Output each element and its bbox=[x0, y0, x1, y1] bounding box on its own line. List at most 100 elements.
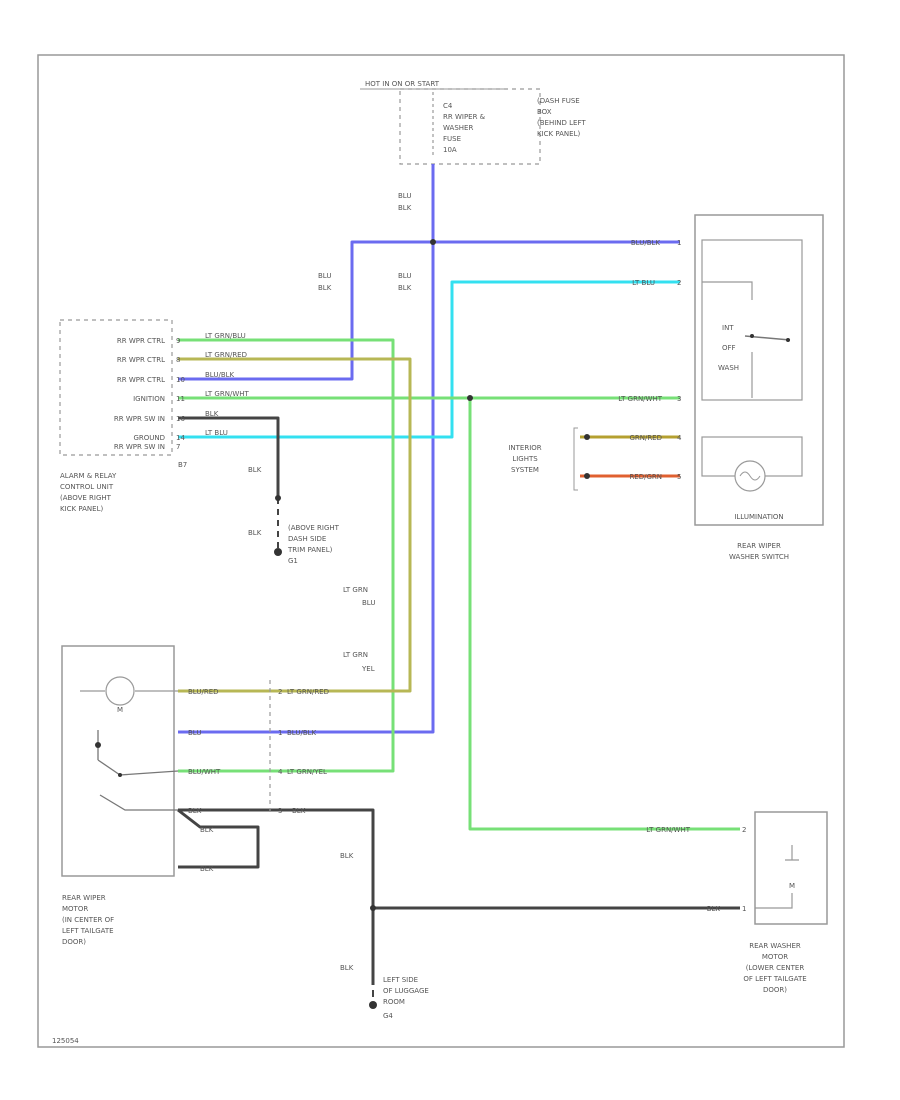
control-unit-pin-number: 11 bbox=[176, 395, 185, 403]
control-unit-wire-label: LT GRN/RED bbox=[205, 351, 247, 359]
switch-name-1: WASHER SWITCH bbox=[729, 553, 789, 561]
switch-wire-0: BLU/BLK bbox=[631, 239, 661, 247]
switch-pos-wash: WASH bbox=[718, 364, 739, 372]
fuse-loc-0: (DASH FUSE bbox=[537, 97, 580, 105]
vlabel-blu-top: BLU bbox=[398, 192, 411, 200]
wiper-right-wire-0: LT GRN/RED bbox=[287, 688, 329, 696]
switch-pin-3: 4 bbox=[677, 434, 682, 442]
switch-contact-line-1 bbox=[702, 281, 753, 300]
switch-pin-0: 1 bbox=[677, 239, 681, 247]
fuse-line-2: WASHER bbox=[443, 124, 473, 132]
fuse-loc-2: (BEHIND LEFT bbox=[537, 119, 586, 127]
washer-name-0: REAR WASHER bbox=[749, 942, 801, 950]
fuse-line-4: 10A bbox=[443, 146, 457, 154]
control-unit-connector: B7 bbox=[178, 461, 187, 469]
control-unit-wire-label: LT GRN/WHT bbox=[205, 390, 250, 398]
washer-pin-1: 1 bbox=[742, 905, 746, 913]
control-unit-outline bbox=[59, 319, 173, 456]
wiper-park-switch bbox=[97, 730, 179, 776]
wiper-left-wire-3: BLK bbox=[188, 807, 202, 815]
wiper-pin-1: 1 bbox=[278, 729, 282, 737]
fuse-loc-1: BOX bbox=[537, 108, 552, 116]
control-unit-wire-label: LT BLU bbox=[205, 429, 228, 437]
vlabel-lt-grn-blu-1: BLU bbox=[362, 599, 375, 607]
washer-name-3: OF LEFT TAILGATE bbox=[743, 975, 806, 983]
fuse-box-outline bbox=[399, 88, 541, 165]
switch-pos-int: INT bbox=[722, 324, 734, 332]
wiper-left-wire-0: BLU/RED bbox=[188, 688, 219, 696]
wiper-name-2: (IN CENTER OF bbox=[62, 916, 114, 924]
footer-code: 125054 bbox=[52, 1037, 79, 1045]
wiper-right-wire-2: LT GRN/YEL bbox=[287, 768, 327, 776]
wire-blu-blk-wiper bbox=[178, 242, 435, 734]
wire-lt-grn-wht-washer bbox=[468, 398, 740, 831]
wiper-left-wire-4: BLK bbox=[200, 826, 214, 834]
vertical-labels: BLU BLK BLU BLK BLU BLK LT GRN BLU LT GR… bbox=[318, 192, 412, 972]
switch-name-0: REAR WIPER bbox=[737, 542, 781, 550]
ground-g4-loc-0: LEFT SIDE bbox=[383, 976, 418, 984]
wiper-left-wire-5: BLK bbox=[200, 865, 214, 873]
control-unit-wire-label: LT GRN/BLU bbox=[205, 332, 246, 340]
ground-g1-loc-0: (ABOVE RIGHT bbox=[288, 524, 340, 532]
rear-washer-motor: M LT GRN/WHT BLK 2 1 REAR WASHER MOTOR (… bbox=[646, 811, 828, 994]
switch-wire-4: RED/GRN bbox=[629, 473, 662, 481]
control-unit-pin-number: 16 bbox=[176, 415, 185, 423]
control-unit-pin-number: 9 bbox=[176, 337, 180, 345]
wiper-motor-icon bbox=[105, 676, 135, 706]
wire-blk-ground-control bbox=[178, 416, 280, 498]
washer-motor-symbol: M bbox=[789, 882, 795, 890]
control-unit-pin-label: GROUND bbox=[133, 434, 165, 442]
switch-pin-4: 5 bbox=[677, 473, 681, 481]
splice-3 bbox=[370, 905, 376, 911]
control-unit-pin-label: RR WPR SW IN bbox=[114, 443, 165, 451]
switch-contact bbox=[786, 338, 790, 342]
vlabel-lt-grn-yel-0: LT GRN bbox=[343, 651, 368, 659]
rear-wiper-motor: M BLU/RED BLU BLU/WHT BLK BLK BLK 2 1 4 … bbox=[61, 645, 329, 946]
wiper-pin-2: 4 bbox=[278, 768, 283, 776]
wire-lt-grn-blu bbox=[178, 338, 395, 773]
control-unit-pin-number: 8 bbox=[176, 356, 180, 364]
switch-wire-2: LT GRN/WHT bbox=[618, 395, 663, 403]
vlabel-blu-left: BLU bbox=[318, 272, 331, 280]
vlabel-blu-mid: BLU bbox=[398, 272, 411, 280]
wiper-right-wire-3: BLK bbox=[292, 807, 306, 815]
wiper-motor-outline bbox=[61, 645, 175, 877]
wiper-name-0: REAR WIPER bbox=[62, 894, 106, 902]
switch-wire-3: GRN/RED bbox=[629, 434, 662, 442]
fuse-hot-label: HOT IN ON OR START bbox=[365, 80, 440, 88]
control-unit-wire-label: BLU/BLK bbox=[205, 371, 235, 379]
splice-2 bbox=[467, 395, 473, 401]
switch-illumination-label: ILLUMINATION bbox=[734, 513, 783, 521]
ground-g1-wire-top: BLK bbox=[248, 466, 262, 474]
wiper-right-wire-1: BLU/BLK bbox=[287, 729, 317, 737]
wire-blu-blk-control bbox=[178, 240, 433, 381]
control-unit-pin-number: 14 bbox=[176, 434, 185, 442]
switch-pin-2: 3 bbox=[677, 395, 681, 403]
ground-g4-loc-2: ROOM bbox=[383, 998, 405, 1006]
fuse-loc-3: KICK PANEL) bbox=[537, 130, 580, 138]
control-unit-pin-label: RR WPR CTRL bbox=[117, 356, 165, 364]
ground-g1-loc-1: DASH SIDE bbox=[288, 535, 326, 543]
wiper-pin-0: 2 bbox=[278, 688, 282, 696]
ground-luggage-room: LEFT SIDE OF LUGGAGE ROOM G4 bbox=[383, 976, 429, 1020]
ground-g1-id: G1 bbox=[288, 557, 298, 565]
splice-1 bbox=[430, 239, 436, 245]
wiper-name-3: LEFT TAILGATE bbox=[62, 927, 114, 935]
wire-blk-wiper-internal bbox=[177, 808, 260, 869]
splices bbox=[274, 239, 590, 1009]
fuse-block: HOT IN ON OR START C4 RR WIPER & WASHER … bbox=[360, 80, 586, 165]
switch-contacts-box bbox=[701, 239, 803, 401]
wiper-internal-ground bbox=[99, 794, 178, 811]
wires bbox=[177, 164, 740, 985]
wiper-left-wire-2: BLU/WHT bbox=[188, 768, 221, 776]
wiper-motor-symbol: M bbox=[117, 706, 123, 714]
control-unit-name-2: (ABOVE RIGHT bbox=[60, 494, 112, 502]
vlabel-blk-bottom: BLK bbox=[340, 964, 354, 972]
control-unit-name-3: KICK PANEL) bbox=[60, 505, 103, 513]
fuse-line-0: C4 bbox=[443, 102, 453, 110]
control-unit-pin-number: 10 bbox=[176, 376, 185, 384]
wire-lt-blu bbox=[178, 280, 680, 439]
fuse-line-3: FUSE bbox=[443, 135, 461, 143]
